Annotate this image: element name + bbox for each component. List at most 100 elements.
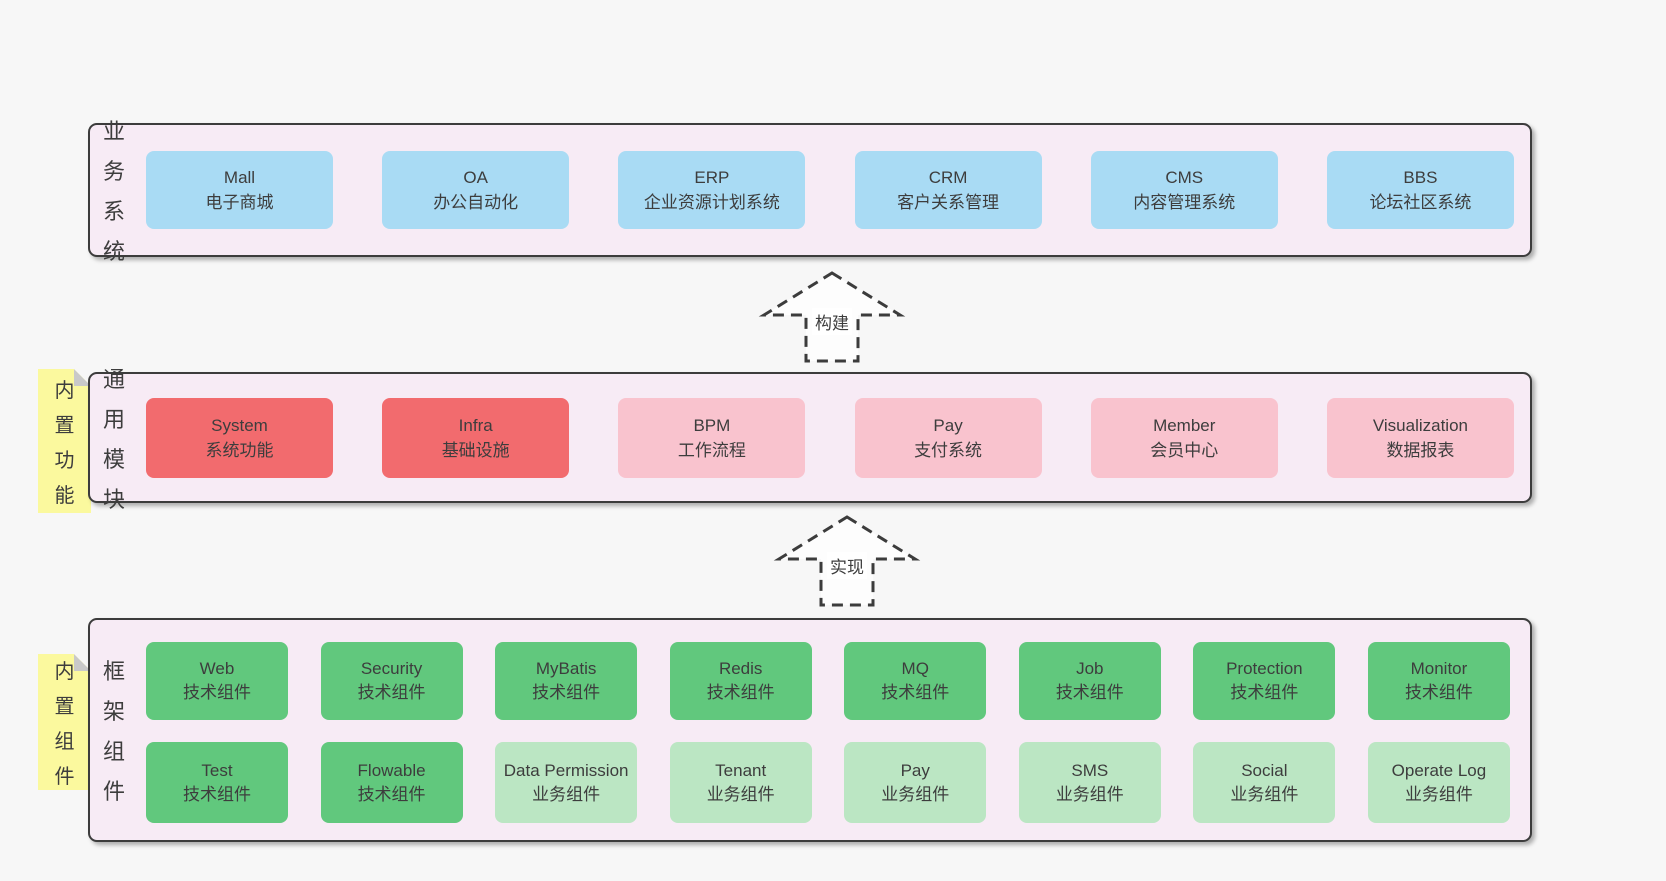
module-box-name: Member	[1153, 415, 1216, 435]
sticky-note-builtin-functions-label: 内置功能	[54, 380, 75, 507]
module-box-pay: Pay 支付系统	[854, 397, 1042, 478]
module-box-cms: CMS 内容管理系统	[1090, 151, 1278, 229]
module-box-subtitle: 技术组件	[1404, 683, 1473, 702]
module-box-system: System 系统功能	[146, 397, 333, 478]
module-box-subtitle: 企业资源计划系统	[643, 193, 780, 212]
module-box-subtitle: 技术组件	[881, 683, 950, 702]
module-box-subtitle: 业务组件	[706, 784, 775, 804]
module-box-tenant: Tenant 业务组件	[669, 742, 812, 823]
module-box-security: Security 技术组件	[320, 642, 463, 720]
module-box-web: Web 技术组件	[146, 642, 288, 720]
arrow-up-implement-icon: 实现	[767, 512, 927, 609]
module-box-subtitle: 办公自动化	[433, 193, 519, 212]
module-box-subtitle: 技术组件	[532, 683, 601, 702]
module-box-mq: MQ 技术组件	[844, 642, 987, 720]
module-box-bbs: BBS 论坛社区系统	[1326, 151, 1514, 229]
module-box-subtitle: 业务组件	[881, 784, 950, 804]
module-box-operate-log: Operate Log 业务组件	[1367, 742, 1510, 823]
band-label-common-modules: 通用模块	[102, 366, 125, 512]
module-box-data-permission: Data Permission 业务组件	[495, 742, 638, 823]
module-box-subtitle: 技术组件	[1230, 683, 1299, 702]
module-box-name: Security	[360, 659, 423, 678]
module-box-subtitle: 数据报表	[1386, 440, 1455, 460]
module-box-subtitle: 工作流程	[677, 440, 746, 460]
module-box-pay: Pay 业务组件	[844, 742, 987, 823]
band-business-systems: 业务系统 Mall 电子商城 OA 办公自动化 ERP 企业资源计划系统 CRM 客户关系管理…	[88, 119, 1532, 264]
module-box-monitor: Monitor 技术组件	[1367, 642, 1510, 720]
module-box-subtitle: 基础设施	[441, 440, 510, 460]
module-box-name: CRM	[928, 168, 968, 187]
module-box-name: SMS	[1071, 760, 1109, 780]
band-common-modules: 通用模块 System 系统功能 Infra 基础设施 BPM 工作流程 Pay 支付系统 Me…	[88, 366, 1532, 512]
module-box-name: Monitor	[1410, 659, 1468, 678]
module-box-name: BPM	[693, 415, 731, 435]
module-box-name: Visualization	[1372, 415, 1468, 435]
module-box-redis: Redis 技术组件	[669, 642, 812, 720]
business-systems-box-row: Mall 电子商城 OA 办公自动化 ERP 企业资源计划系统 CRM 客户关系管理 CMS 内容…	[138, 125, 1530, 255]
module-box-name: Protection	[1226, 659, 1303, 678]
module-box-crm: CRM 客户关系管理	[854, 151, 1042, 229]
module-box-name: Social	[1241, 760, 1288, 780]
module-box-social: Social 业务组件	[1193, 742, 1336, 823]
band-label-framework-components: 框架组件	[102, 659, 125, 804]
module-box-subtitle: 技术组件	[183, 683, 251, 702]
module-box-name: Infra	[458, 415, 493, 435]
module-box-name: Web	[199, 659, 235, 678]
sticky-note-builtin-components-label: 内置组件	[54, 661, 75, 788]
sticky-note-builtin-components: 内置组件	[38, 654, 91, 790]
arrow-up-build-icon: 构建	[752, 268, 912, 365]
module-box-mybatis: MyBatis 技术组件	[495, 642, 638, 720]
module-box-job: Job 技术组件	[1018, 642, 1161, 720]
module-box-oa: OA 办公自动化	[382, 151, 570, 229]
module-box-protection: Protection 技术组件	[1193, 642, 1336, 720]
module-box-subtitle: 技术组件	[183, 784, 251, 804]
module-box-name: BBS	[1403, 168, 1438, 187]
module-box-name: Tenant	[715, 760, 767, 780]
module-box-subtitle: 电子商城	[205, 193, 274, 212]
module-box-subtitle: 业务组件	[1404, 784, 1473, 804]
module-box-name: OA	[463, 168, 488, 187]
module-box-bpm: BPM 工作流程	[618, 397, 806, 478]
module-box-name: Job	[1076, 659, 1104, 678]
module-box-subtitle: 内容管理系统	[1133, 193, 1236, 212]
module-box-mall: Mall 电子商城	[146, 151, 333, 229]
module-box-sms: SMS 业务组件	[1018, 742, 1161, 823]
module-box-name: Data Permission	[503, 760, 629, 780]
module-box-name: MQ	[901, 659, 929, 678]
module-box-subtitle: 论坛社区系统	[1369, 193, 1472, 212]
module-box-subtitle: 客户关系管理	[897, 193, 1000, 212]
module-box-flowable: Flowable 技术组件	[320, 742, 463, 823]
module-box-subtitle: 技术组件	[357, 683, 426, 702]
module-box-erp: ERP 企业资源计划系统	[618, 151, 806, 229]
module-box-name: Mall	[223, 168, 256, 187]
module-box-name: CMS	[1165, 168, 1204, 187]
module-box-name: MyBatis	[535, 659, 597, 678]
module-box-subtitle: 业务组件	[1230, 784, 1299, 804]
module-box-infra: Infra 基础设施	[382, 397, 570, 478]
module-box-subtitle: 会员中心	[1150, 440, 1219, 460]
module-box-subtitle: 系统功能	[205, 440, 274, 460]
module-box-name: Flowable	[357, 760, 426, 780]
band-label-business-systems: 业务系统	[102, 119, 125, 264]
module-box-subtitle: 业务组件	[532, 784, 601, 804]
module-box-name: System	[211, 415, 268, 435]
module-box-name: ERP	[694, 168, 730, 187]
module-box-subtitle: 支付系统	[914, 440, 983, 460]
arrow-build-label: 构建	[812, 308, 852, 335]
common-modules-box-row: System 系统功能 Infra 基础设施 BPM 工作流程 Pay 支付系统 Member 会…	[138, 374, 1530, 501]
module-box-subtitle: 业务组件	[1055, 784, 1124, 804]
module-box-subtitle: 技术组件	[706, 683, 775, 702]
module-box-name: Redis	[718, 659, 763, 678]
arrow-implement-label: 实现	[827, 552, 867, 579]
module-box-subtitle: 技术组件	[1055, 683, 1124, 702]
module-box-subtitle: 技术组件	[357, 784, 426, 804]
module-box-name: Test	[201, 760, 233, 780]
module-box-name: Pay	[933, 415, 963, 435]
module-box-name: Operate Log	[1391, 760, 1487, 780]
sticky-note-builtin-functions: 内置功能	[38, 369, 91, 513]
module-box-name: Pay	[900, 760, 930, 780]
